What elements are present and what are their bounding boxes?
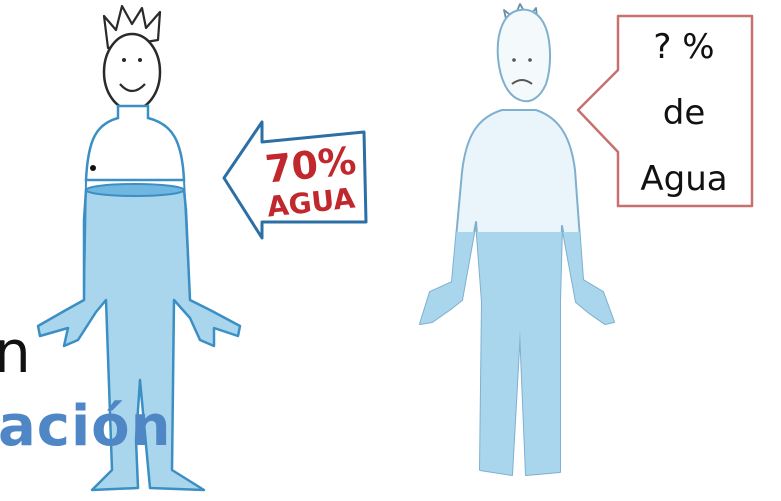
callout-line-agua: Agua [640, 159, 727, 199]
dehydrated-water-fill [400, 232, 640, 492]
callout-line-de: de [663, 93, 706, 133]
slide-partial-text-acion: ación [0, 394, 172, 459]
dehydration-callout: ? % de Agua [578, 16, 752, 206]
hydration-arrow-sign: 70% AGUA [224, 122, 366, 238]
slide-partial-text-n: n [0, 318, 31, 386]
callout-line-percent: ? % [653, 27, 714, 67]
dehydrated-person-figure [400, 4, 640, 492]
